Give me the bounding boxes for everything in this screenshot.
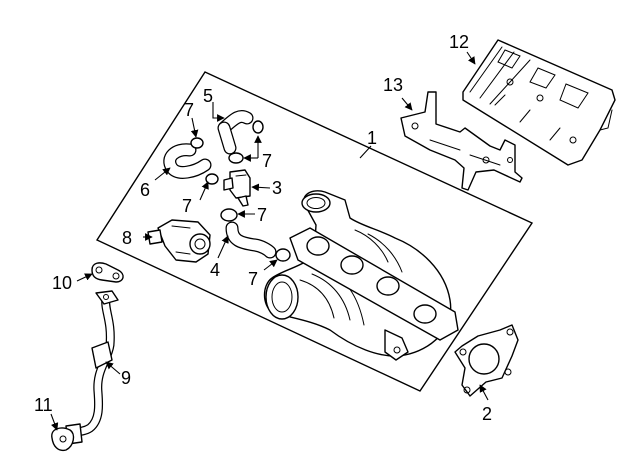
vacuum-hose-lower — [163, 143, 212, 179]
callout-12: 12 — [449, 32, 469, 52]
callout-8: 8 — [122, 228, 132, 248]
callout-5: 5 — [203, 86, 213, 106]
callout-3: 3 — [272, 178, 282, 198]
hose-clamp-c — [220, 208, 238, 222]
callout-labels: 1 2 3 4 5 6 7 7 7 7 7 8 9 10 11 12 13 — [34, 32, 492, 424]
callout-13: 13 — [383, 75, 403, 95]
callout-6: 6 — [140, 180, 150, 200]
oil-line-gasket-lower — [51, 427, 75, 452]
wastegate-actuator — [147, 219, 211, 263]
callout-2: 2 — [482, 404, 492, 424]
callout-7-c: 7 — [182, 196, 192, 216]
callout-9: 9 — [121, 368, 131, 388]
callout-11: 11 — [34, 395, 53, 415]
oil-feed-line — [65, 290, 119, 445]
turbocharger — [263, 190, 459, 361]
hose-clamp-d — [275, 248, 291, 262]
leader-lines — [50, 51, 489, 431]
vacuum-hose-short — [225, 221, 277, 259]
callout-7-d: 7 — [257, 205, 267, 225]
callout-4: 4 — [210, 260, 220, 280]
hose-clamp-b — [205, 152, 244, 185]
callout-10: 10 — [52, 273, 72, 293]
mounting-bracket — [400, 91, 523, 191]
callout-7-a: 7 — [184, 100, 194, 120]
turbo-assembly-frame — [95, 71, 534, 392]
callout-1: 1 — [367, 128, 377, 148]
solenoid-valve — [223, 169, 251, 207]
turbo-gasket — [454, 324, 519, 397]
callout-7-b: 7 — [262, 151, 272, 171]
callout-7-e: 7 — [248, 269, 258, 289]
oil-line-gasket-upper — [91, 262, 124, 283]
vacuum-hose-upper — [217, 109, 254, 155]
hose-clamp-a — [190, 120, 264, 149]
heat-shield — [462, 39, 616, 166]
